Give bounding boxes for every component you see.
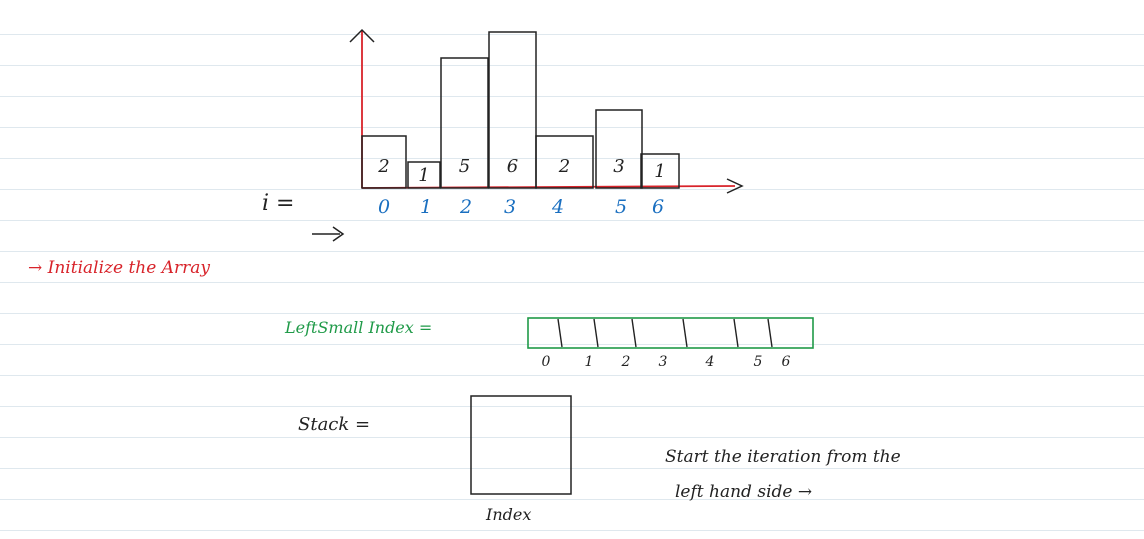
histogram-index-label: 3 [504,196,516,218]
left-small-array [527,317,814,349]
histogram-index-label: 0 [378,196,390,218]
histogram-bar [361,135,407,189]
histogram-axes [349,28,744,194]
histogram-bar-label: 5 [459,156,470,177]
initialize-note: → Initialize the Array [28,258,210,278]
stack-label: Stack = [298,414,370,435]
iteration-note-line2: left hand side → [675,482,812,502]
histogram-index-labels: 0 1 2 3 4 5 6 [378,196,664,218]
histogram-bar-label: 1 [654,161,665,182]
histogram-index-label: 2 [459,196,472,218]
index-label: i = [262,191,294,216]
left-small-index-label: 1 [585,354,594,370]
histogram-bar-label: 3 [613,156,624,177]
x-axis-arrowhead [726,178,744,194]
y-axis-arrowhead [349,28,375,43]
left-small-array-divider [557,318,563,348]
left-small-array-divider [631,318,637,348]
left-small-index-label: 4 [705,354,715,370]
histogram-bar [407,161,441,189]
histogram-index-label: 4 [551,196,564,218]
histogram-bar [440,57,489,189]
stack-box [470,395,572,495]
histogram-bars: 2 1 5 6 2 3 1 [361,31,680,189]
histogram-index-label: 5 [615,196,627,218]
left-small-index-label: 6 [782,354,791,370]
left-small-index-label: 3 [659,354,668,370]
left-small-index-label: 2 [621,354,631,370]
left-small-array-divider [733,318,739,348]
histogram-bar-label: 2 [558,156,570,177]
left-small-array-cells [557,318,773,348]
left-small-array-divider [593,318,599,348]
left-small-array-box [527,317,814,349]
pointer-arrow [312,226,345,242]
stack-caption: Index [485,505,531,524]
histogram-bar [595,109,643,189]
left-small-index-label: 0 [542,354,551,370]
left-small-index-labels: 0 1 2 3 4 5 6 [542,354,791,370]
left-small-index-label: 5 [754,354,763,370]
histogram-bar [640,153,680,189]
histogram-bar-label: 2 [377,156,389,177]
left-small-label: LeftSmall Index = [284,318,432,337]
histogram-index-label: 1 [420,196,432,218]
histogram-index-label: 6 [652,196,664,218]
left-small-array-divider [682,318,688,348]
histogram-bar-label: 1 [418,165,429,186]
histogram-bar [535,135,594,189]
histogram-bar [488,31,537,189]
histogram-bar-label: 6 [507,156,518,177]
iteration-note-line1: Start the iteration from the [665,447,901,467]
left-small-array-divider [767,318,773,348]
